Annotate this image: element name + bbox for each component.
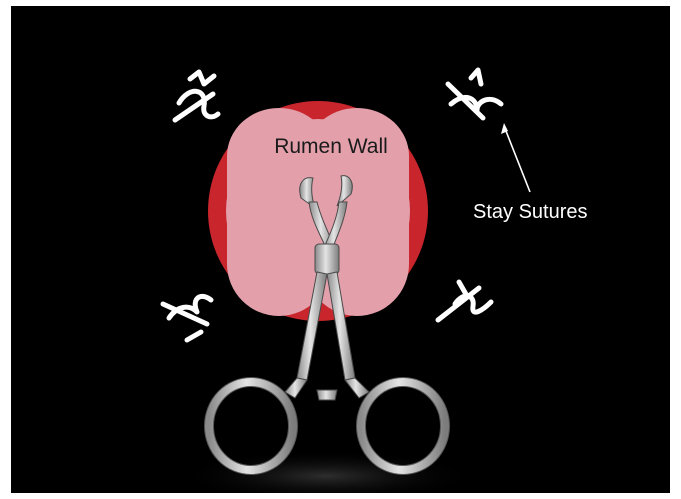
stay-suture-bottom-right [438, 282, 491, 320]
stay-suture-top-right [448, 70, 501, 118]
stay-suture-bottom-left [163, 296, 211, 340]
stay-sutures-pointer [504, 126, 530, 192]
forceps-box-lock [315, 244, 339, 274]
stay-suture-top-left [175, 72, 218, 120]
rumen-wall-label: Rumen Wall [274, 135, 388, 158]
forceps-ratchet [317, 390, 337, 400]
diagram-panel: Rumen Wall [11, 6, 670, 493]
stay-sutures-label: Stay Sutures [473, 201, 588, 223]
rumen-suture-diagram: Rumen Wall [11, 6, 670, 493]
